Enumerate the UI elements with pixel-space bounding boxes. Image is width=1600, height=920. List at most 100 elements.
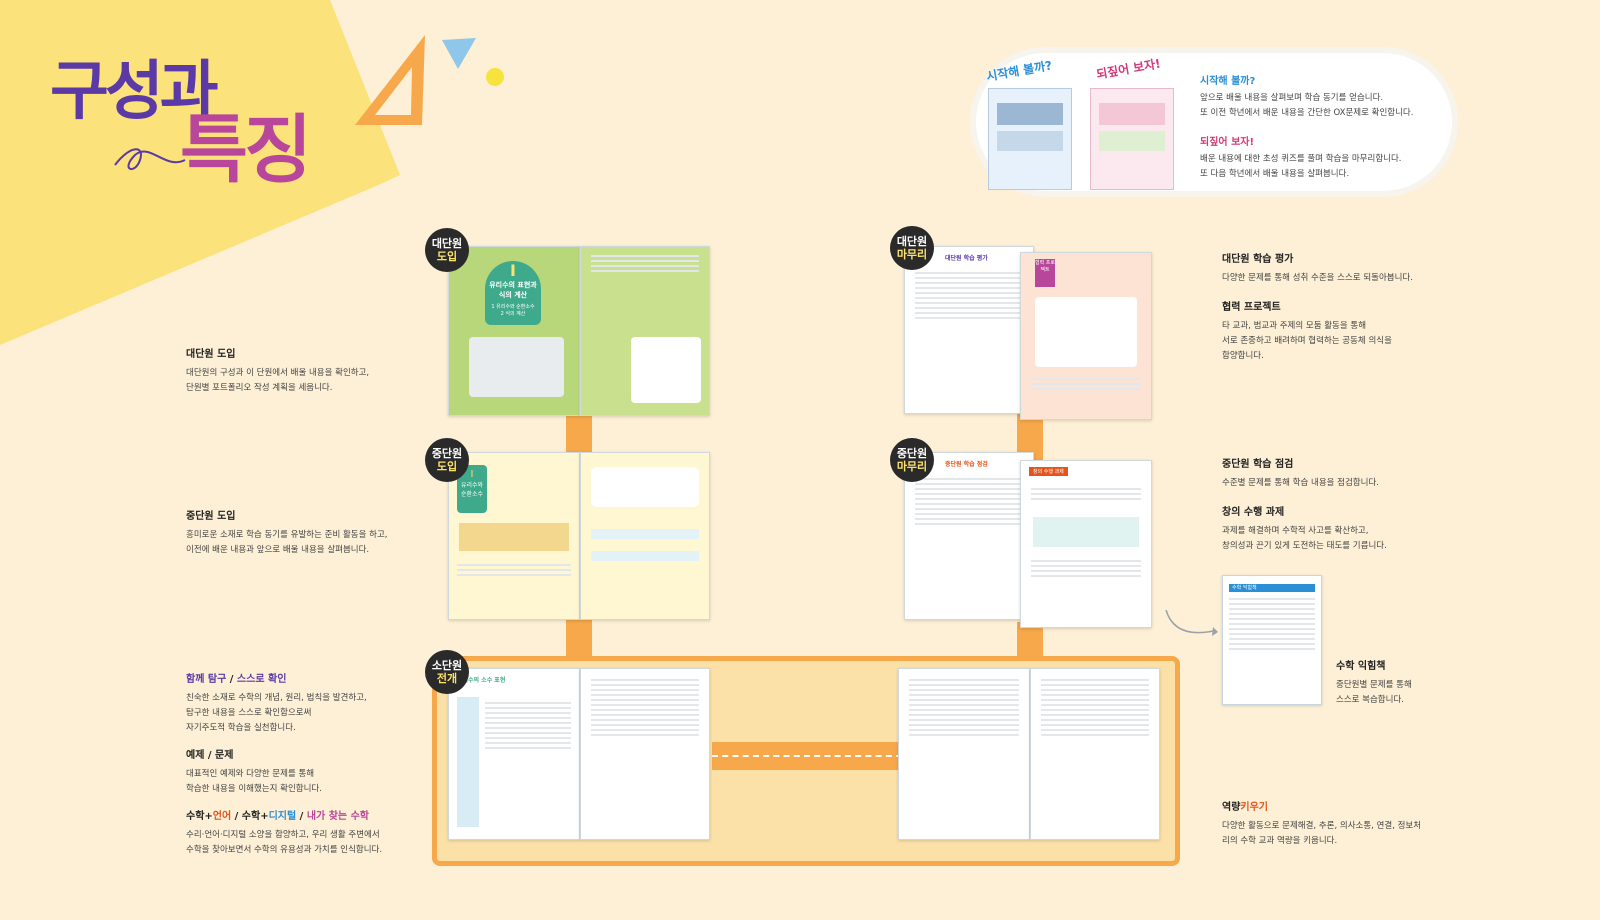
math-heading-b: 언어 xyxy=(212,811,232,822)
start-text2: 또 이전 학년에서 배운 내용을 간단한 OX문제로 확인합니다. xyxy=(1200,108,1414,118)
bubble-text: 시작해 볼까? 앞으로 배울 내용을 살펴보며 학습 동기를 얻습니다. 또 이… xyxy=(1200,72,1413,182)
unit-sub1: 1 유리수와 순환소수 xyxy=(491,304,535,310)
math-heading-e: / xyxy=(296,811,307,822)
badge-mid-end-l2: 마무리 xyxy=(896,460,928,473)
small-dev-page-right xyxy=(580,668,710,840)
small-dev-page-left: 유리수의 소수 표현 xyxy=(448,668,580,840)
start-text1: 앞으로 배울 내용을 살펴보며 학습 동기를 얻습니다. xyxy=(1200,93,1384,103)
explore-text3: 자기주도적 학습을 실천합니다. xyxy=(186,723,296,733)
creative-board xyxy=(1033,517,1139,547)
badge-big-intro-l1: 대단원 xyxy=(431,237,463,250)
review-heading: 되짚어 보자! xyxy=(1200,137,1255,148)
mid-check-text: 수준별 문제를 통해 학습 내용을 점검합니다. xyxy=(1222,478,1379,488)
competency-heading2: 키우기 xyxy=(1240,802,1269,813)
title-line1: 구성과 xyxy=(50,55,219,129)
mid-unit-title2: 순환소수 xyxy=(460,491,484,498)
mid-end-desc: 중단원 학습 점검 수준별 문제를 통해 학습 내용을 점검합니다. 창의 수행… xyxy=(1222,455,1462,554)
example-text2: 학습한 내용을 이해했는지 확인합니다. xyxy=(186,784,322,794)
big-end-page-left: 대단원 학습 평가 xyxy=(904,246,1034,414)
big-intro-heading: 대단원 도입 xyxy=(186,349,236,360)
collab-label: 협력 프로젝트 xyxy=(1035,259,1055,287)
practice-text2: 스스로 복습합니다. xyxy=(1336,695,1404,705)
math-heading-d: 디지털 xyxy=(268,811,297,822)
competency-desc: 역량키우기 다양한 활동으로 문제해결, 추론, 의사소통, 연결, 정보처리의… xyxy=(1222,798,1422,849)
explore-heading2: 스스로 확인 xyxy=(236,674,287,685)
unit-title-card: I 유리수의 표현과 식의 계산 1 유리수와 순환소수 2 식의 계산 xyxy=(485,261,541,325)
mid-end-page-left: 중단원 학습 점검 xyxy=(904,452,1034,620)
mid-unit-numeral: I xyxy=(470,469,474,480)
collab-text3: 함양합니다. xyxy=(1222,351,1264,361)
explore-heading1: 함께 탐구 xyxy=(186,674,227,685)
collab-heading: 협력 프로젝트 xyxy=(1222,302,1281,313)
math-heading-c: / 수학+ xyxy=(231,811,269,822)
yellow-dot-icon xyxy=(486,68,504,86)
unit-sub2: 2 식의 계산 xyxy=(500,311,526,317)
example-text1: 대표적인 예제와 다양한 문제를 통해 xyxy=(186,769,315,779)
triangle-ruler-icon xyxy=(355,35,425,125)
title-line2: 특징 xyxy=(180,107,312,193)
math-text2: 수학을 찾아보면서 수학의 유용성과 가치를 인식합니다. xyxy=(186,845,383,855)
creative-text1: 과제를 해결하며 수학적 사고를 확산하고, xyxy=(1222,526,1369,536)
notebook-paper-decoration xyxy=(0,178,395,360)
mid-check-label: 중단원 학습 점검 xyxy=(945,461,988,468)
badge-mid-end-l1: 중단원 xyxy=(896,447,928,460)
big-eval-label: 대단원 학습 평가 xyxy=(945,255,988,262)
big-eval-heading: 대단원 학습 평가 xyxy=(1222,254,1294,265)
mid-end-page-right: 창의 수행 과제 xyxy=(1020,460,1152,628)
collab-text2: 서로 존중하고 배려하며 협력하는 공동체 의식을 xyxy=(1222,336,1392,346)
badge-small-dev-l1: 소단원 xyxy=(431,659,463,672)
badge-big-intro-l2: 도입 xyxy=(436,250,458,263)
competency-page-right xyxy=(1030,668,1160,840)
competency-heading1: 역량 xyxy=(1222,802,1241,813)
illustration-block xyxy=(469,337,564,397)
badge-small-dev-l2: 전개 xyxy=(436,672,458,685)
practice-desc: 수학 익힘책 중단원별 문제를 통해 스스로 복습합니다. xyxy=(1336,657,1456,708)
mid-intro-text2: 이전에 배운 내용과 앞으로 배울 내용을 살펴봅니다. xyxy=(186,545,370,555)
review-text2: 또 다음 학년에서 배울 내용을 살펴봅니다. xyxy=(1200,169,1350,179)
swirl-decoration xyxy=(114,148,186,170)
unit-title2: 식의 계산 xyxy=(498,291,528,299)
big-intro-text2: 단원별 포트폴리오 작성 계획을 세웁니다. xyxy=(186,383,333,393)
competency-page-left xyxy=(898,668,1030,840)
goals-box xyxy=(631,337,701,403)
unit-title1: 유리수의 표현과 xyxy=(489,281,537,289)
collab-text1: 타 교과, 범교과 주제의 모둠 활동을 통해 xyxy=(1222,321,1367,331)
explore-text2: 탐구한 내용을 스스로 확인함으로써 xyxy=(186,708,312,718)
review-text1: 배운 내용에 대한 초성 퀴즈를 풀며 학습을 마무리합니다. xyxy=(1200,154,1402,164)
creative-heading: 창의 수행 과제 xyxy=(1222,507,1285,518)
explore-desc: 함께 탐구 / 스스로 확인 친숙한 소재로 수학의 개념, 원리, 법칙을 발… xyxy=(186,670,446,858)
big-intro-page-left: I 유리수의 표현과 식의 계산 1 유리수와 순환소수 2 식의 계산 xyxy=(448,246,580,416)
badge-big-end-l1: 대단원 xyxy=(896,235,928,248)
math-heading-f: 내가 찾는 수학 xyxy=(306,811,369,822)
blue-triangle-icon xyxy=(442,38,476,69)
pyramid-illustration xyxy=(459,523,569,551)
badge-big-end-l2: 마무리 xyxy=(896,248,928,261)
mid-intro-page-left: I 유리수와 순환소수 xyxy=(448,452,580,620)
practice-book-card: 수학 익힘책 xyxy=(1222,575,1322,705)
mid-intro-text1: 흥미로운 소재로 학습 동기를 유발하는 준비 활동을 하고, xyxy=(186,530,388,540)
explore-text1: 친숙한 소재로 수학의 개념, 원리, 법칙을 발견하고, xyxy=(186,693,367,703)
explore-sep: / xyxy=(226,674,237,685)
collab-board xyxy=(1035,297,1137,367)
side-column xyxy=(457,697,479,827)
start-page-thumb xyxy=(988,88,1072,190)
math-heading-a: 수학+ xyxy=(186,811,213,822)
badge-mid-intro-l2: 도입 xyxy=(436,460,458,473)
big-eval-text: 다양한 문제를 통해 성취 수준을 스스로 되돌아봅니다. xyxy=(1222,273,1413,283)
mid-intro-heading: 중단원 도입 xyxy=(186,511,236,522)
mid-unit-title1: 유리수와 xyxy=(460,482,484,489)
example-heading: 예제 / 문제 xyxy=(186,750,234,761)
mid-check-heading: 중단원 학습 점검 xyxy=(1222,459,1294,470)
math-text1: 수리·언어·디지털 소양을 함양하고, 우리 생활 주변에서 xyxy=(186,830,380,840)
mid-intro-page-right xyxy=(580,452,710,620)
start-heading: 시작해 볼까? xyxy=(1200,76,1256,87)
badge-mid-intro-l1: 중단원 xyxy=(431,447,463,460)
competency-text: 다양한 활동으로 문제해결, 추론, 의사소통, 연결, 정보처리의 수학 교과… xyxy=(1222,821,1422,846)
big-intro-desc: 대단원 도입 대단원의 구성과 이 단원에서 배울 내용을 확인하고, 단원별 … xyxy=(186,345,426,396)
mid-intro-desc: 중단원 도입 흥미로운 소재로 학습 동기를 유발하는 준비 활동을 하고, 이… xyxy=(186,507,426,558)
